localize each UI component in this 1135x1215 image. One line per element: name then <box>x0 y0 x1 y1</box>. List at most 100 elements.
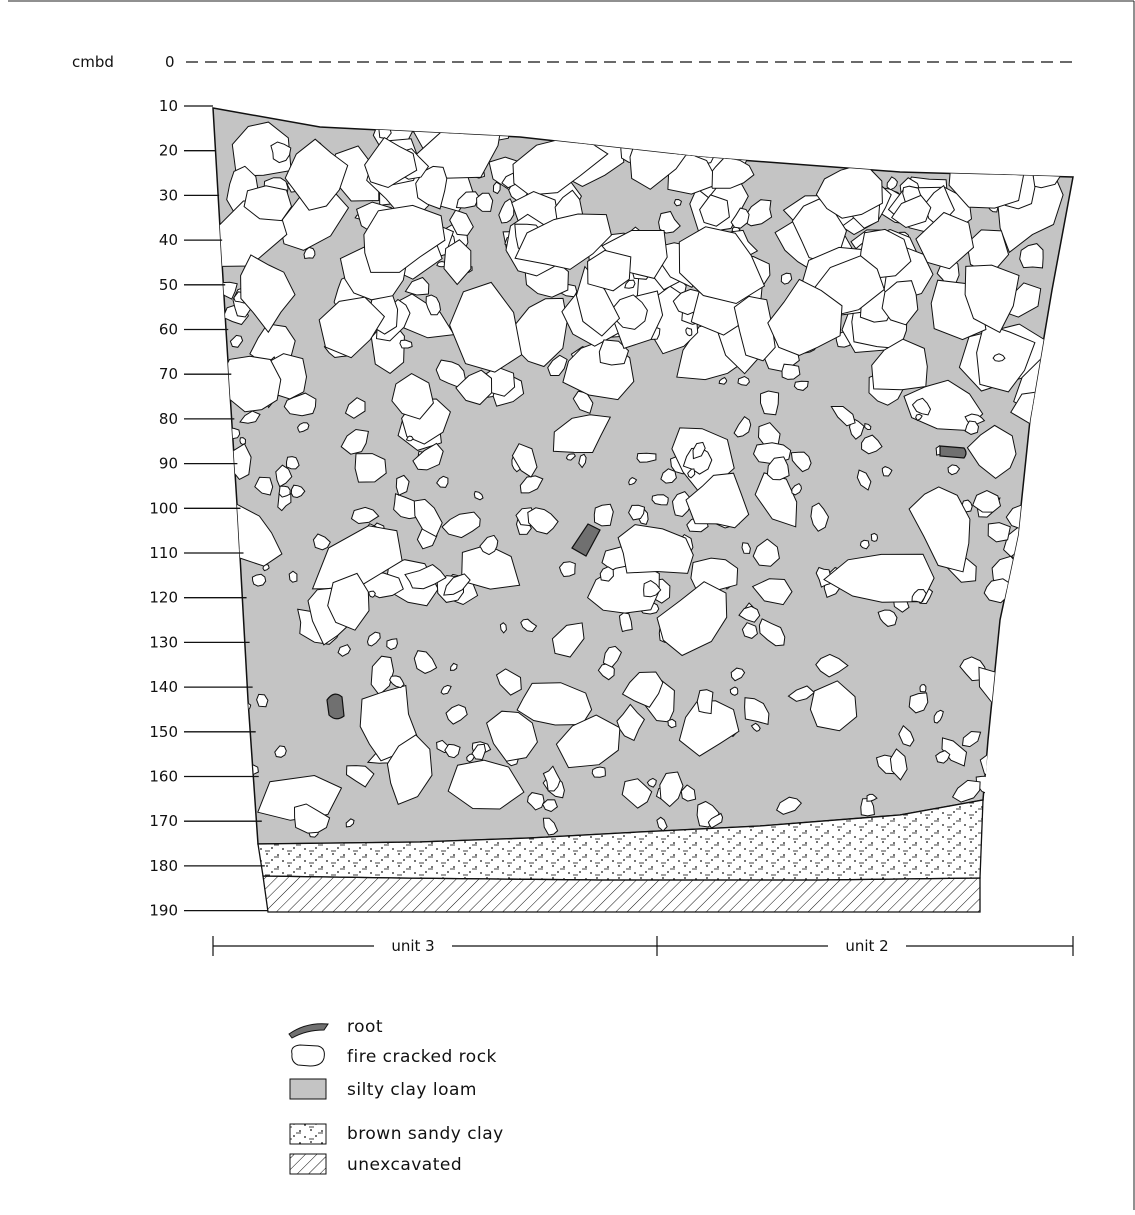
hatched-swatch-icon <box>289 1153 327 1175</box>
fire-cracked-rock <box>251 573 267 587</box>
depth-tick-label: 50 <box>159 276 178 294</box>
fire-cracked-rock <box>881 280 919 326</box>
fire-cracked-rock <box>1018 108 1062 160</box>
depth-tick-label: 150 <box>149 723 178 741</box>
fire-cracked-rock <box>744 697 770 726</box>
fire-cracked-rock <box>741 622 758 639</box>
fire-cracked-rock <box>966 424 1017 480</box>
fire-cracked-rock <box>752 538 780 567</box>
fire-cracked-rock <box>473 490 484 501</box>
fire-cracked-rock <box>861 434 883 455</box>
fire-cracked-rock <box>444 743 461 759</box>
fire-cracked-rock <box>602 645 623 668</box>
fire-cracked-rock <box>288 570 298 583</box>
fire-cracked-rock <box>730 207 750 229</box>
fire-cracked-rock <box>312 533 331 551</box>
fire-cracked-rock <box>601 230 668 279</box>
fire-cracked-rock <box>621 778 653 809</box>
fire-cracked-rock <box>243 702 252 711</box>
fire-cracked-rock <box>413 650 438 674</box>
fire-cracked-rock <box>466 753 475 763</box>
fire-cracked-rock <box>476 192 494 212</box>
fire-cracked-rock <box>229 334 244 348</box>
fire-cracked-rock <box>891 194 932 229</box>
fire-cracked-rock <box>729 686 739 696</box>
fire-cracked-rock <box>547 354 568 376</box>
fire-cracked-rock <box>689 118 709 137</box>
fire-cracked-rock <box>935 750 951 764</box>
fire-cracked-rock <box>823 553 935 603</box>
fire-cracked-rock <box>441 511 481 539</box>
fire-cracked-rock <box>712 108 730 129</box>
fire-cracked-rock <box>449 281 523 373</box>
legend-label-root: root <box>347 1017 383 1037</box>
fire-cracked-rock <box>479 534 499 556</box>
fire-cracked-rock <box>350 506 380 525</box>
fire-cracked-rock <box>961 110 995 137</box>
fire-cracked-rock <box>290 484 306 499</box>
depth-tick-label: 100 <box>149 499 178 517</box>
fire-cracked-rock <box>471 743 487 761</box>
fire-cracked-rock <box>660 468 677 484</box>
fire-cracked-rock <box>492 181 501 195</box>
depth-tick-label: 140 <box>149 678 178 696</box>
fire-cracked-rock <box>733 416 752 438</box>
fire-cracked-rock <box>412 442 444 471</box>
fire-cracked-rock <box>565 453 576 461</box>
depth-tick-label: 10 <box>159 97 178 115</box>
fire-cracked-rock <box>528 109 560 134</box>
fire-cracked-rock <box>680 784 697 802</box>
fire-cracked-rock <box>707 812 724 829</box>
fire-cracked-rock <box>270 141 292 164</box>
root-mark <box>326 693 345 720</box>
fire-cracked-rock <box>225 427 241 440</box>
fire-cracked-rock <box>856 469 872 491</box>
fire-cracked-rock <box>741 542 751 554</box>
fire-cracked-rock <box>574 108 614 125</box>
fire-cracked-rock <box>877 609 898 627</box>
fire-cracked-rock <box>327 572 370 631</box>
fire-cracked-rock <box>256 693 269 708</box>
fire-cracked-rock <box>443 573 471 596</box>
fire-cracked-rock <box>793 380 809 391</box>
fire-cracked-rock <box>610 294 648 330</box>
fire-cracked-rock <box>461 544 521 590</box>
fire-cracked-rock <box>363 204 446 273</box>
fire-cracked-rock <box>499 622 507 634</box>
fire-cracked-rock <box>830 406 856 427</box>
fire-cracked-rock <box>886 176 898 191</box>
fire-cracked-rock <box>593 503 614 527</box>
fire-cracked-rock <box>699 194 730 227</box>
fire-cracked-rock <box>767 278 843 356</box>
fire-cracked-rock <box>673 198 682 207</box>
fire-cracked-rock <box>404 276 430 296</box>
fire-cracked-rock <box>730 667 746 682</box>
depth-tick-label: 30 <box>159 186 178 204</box>
fire-cracked-rock <box>815 163 883 219</box>
depth-tick-label: 110 <box>149 544 178 562</box>
fire-cracked-rock <box>354 453 387 483</box>
fire-cracked-rock <box>527 507 559 535</box>
fire-cracked-rock <box>791 482 802 496</box>
fire-cracked-rock <box>990 753 1000 763</box>
fire-cracked-rock <box>542 817 559 836</box>
fire-cracked-rock <box>751 578 793 606</box>
fire-cracked-rock <box>495 668 522 696</box>
fire-cracked-rock <box>790 153 799 162</box>
legend-label-brown-sandy-clay: brown sandy clay <box>347 1124 504 1144</box>
depth-unit-label: cmbd <box>72 53 114 71</box>
fire-cracked-rock <box>898 725 915 747</box>
depth-tick-label: 120 <box>149 589 178 607</box>
fire-cracked-rock <box>541 799 559 813</box>
fire-cracked-rock <box>598 339 630 366</box>
fire-cracked-rock <box>659 771 684 808</box>
fire-cracked-rock <box>738 605 761 623</box>
fire-cracked-rock <box>413 498 443 538</box>
fire-cracked-rock <box>859 539 870 550</box>
fire-cracked-rock <box>218 355 282 413</box>
fire-cracked-rock <box>678 700 740 757</box>
fire-cracked-rock <box>425 294 442 316</box>
fire-cracked-rock <box>871 338 928 391</box>
fire-cracked-rock <box>285 456 300 470</box>
legend: root fire cracked rock silty clay loam b… <box>288 1017 504 1175</box>
